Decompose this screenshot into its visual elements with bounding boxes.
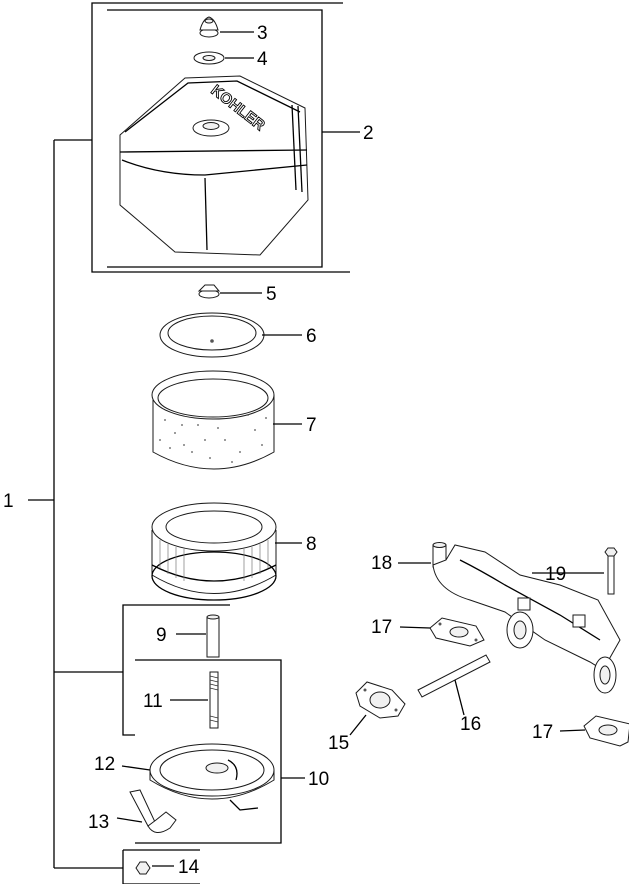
part-cleaner-base xyxy=(149,743,275,811)
part-foam-precleaner xyxy=(151,370,275,470)
part-nut xyxy=(135,861,151,875)
callout-12: 12 xyxy=(94,754,115,775)
part-wing-nut-small xyxy=(197,284,221,299)
callout-11: 11 xyxy=(143,691,163,712)
part-gasket-lower xyxy=(583,715,629,747)
group-brackets xyxy=(28,2,350,884)
part-breather-tube xyxy=(129,789,177,833)
part-bolt xyxy=(604,547,618,595)
callout-8: 8 xyxy=(306,534,317,555)
callout-16: 16 xyxy=(460,714,481,735)
leader-lines xyxy=(116,31,604,867)
callout-3: 3 xyxy=(257,23,268,44)
part-cleaner-cover: KOHLER xyxy=(119,75,309,256)
part-adapter-plate xyxy=(355,681,406,719)
callout-19: 19 xyxy=(545,564,566,585)
callout-14: 14 xyxy=(178,857,200,878)
part-wing-nut-top xyxy=(199,16,219,38)
callout-6: 6 xyxy=(306,326,317,347)
callout-17-upper: 17 xyxy=(371,617,392,638)
callout-15: 15 xyxy=(328,733,349,754)
callout-17-lower: 17 xyxy=(532,722,553,743)
part-spacer-tube xyxy=(206,614,220,658)
part-element-cover xyxy=(159,312,265,358)
part-intake-manifold xyxy=(432,542,621,694)
callout-9: 9 xyxy=(156,625,167,646)
part-stud xyxy=(209,671,219,729)
callout-13: 13 xyxy=(88,812,109,833)
callout-labels: 1 2 3 4 5 6 7 8 9 10 11 12 13 14 15 16 1… xyxy=(3,23,566,878)
callout-2: 2 xyxy=(363,123,374,144)
callout-18: 18 xyxy=(371,553,392,574)
part-paper-element xyxy=(151,502,277,601)
callout-5: 5 xyxy=(266,284,277,305)
part-washer xyxy=(193,51,225,65)
callout-1: 1 xyxy=(3,491,14,512)
callout-10: 10 xyxy=(308,769,329,790)
callout-7: 7 xyxy=(306,415,317,436)
callout-4: 4 xyxy=(257,49,268,70)
part-long-stud xyxy=(417,654,491,698)
part-gasket-upper xyxy=(429,617,485,647)
